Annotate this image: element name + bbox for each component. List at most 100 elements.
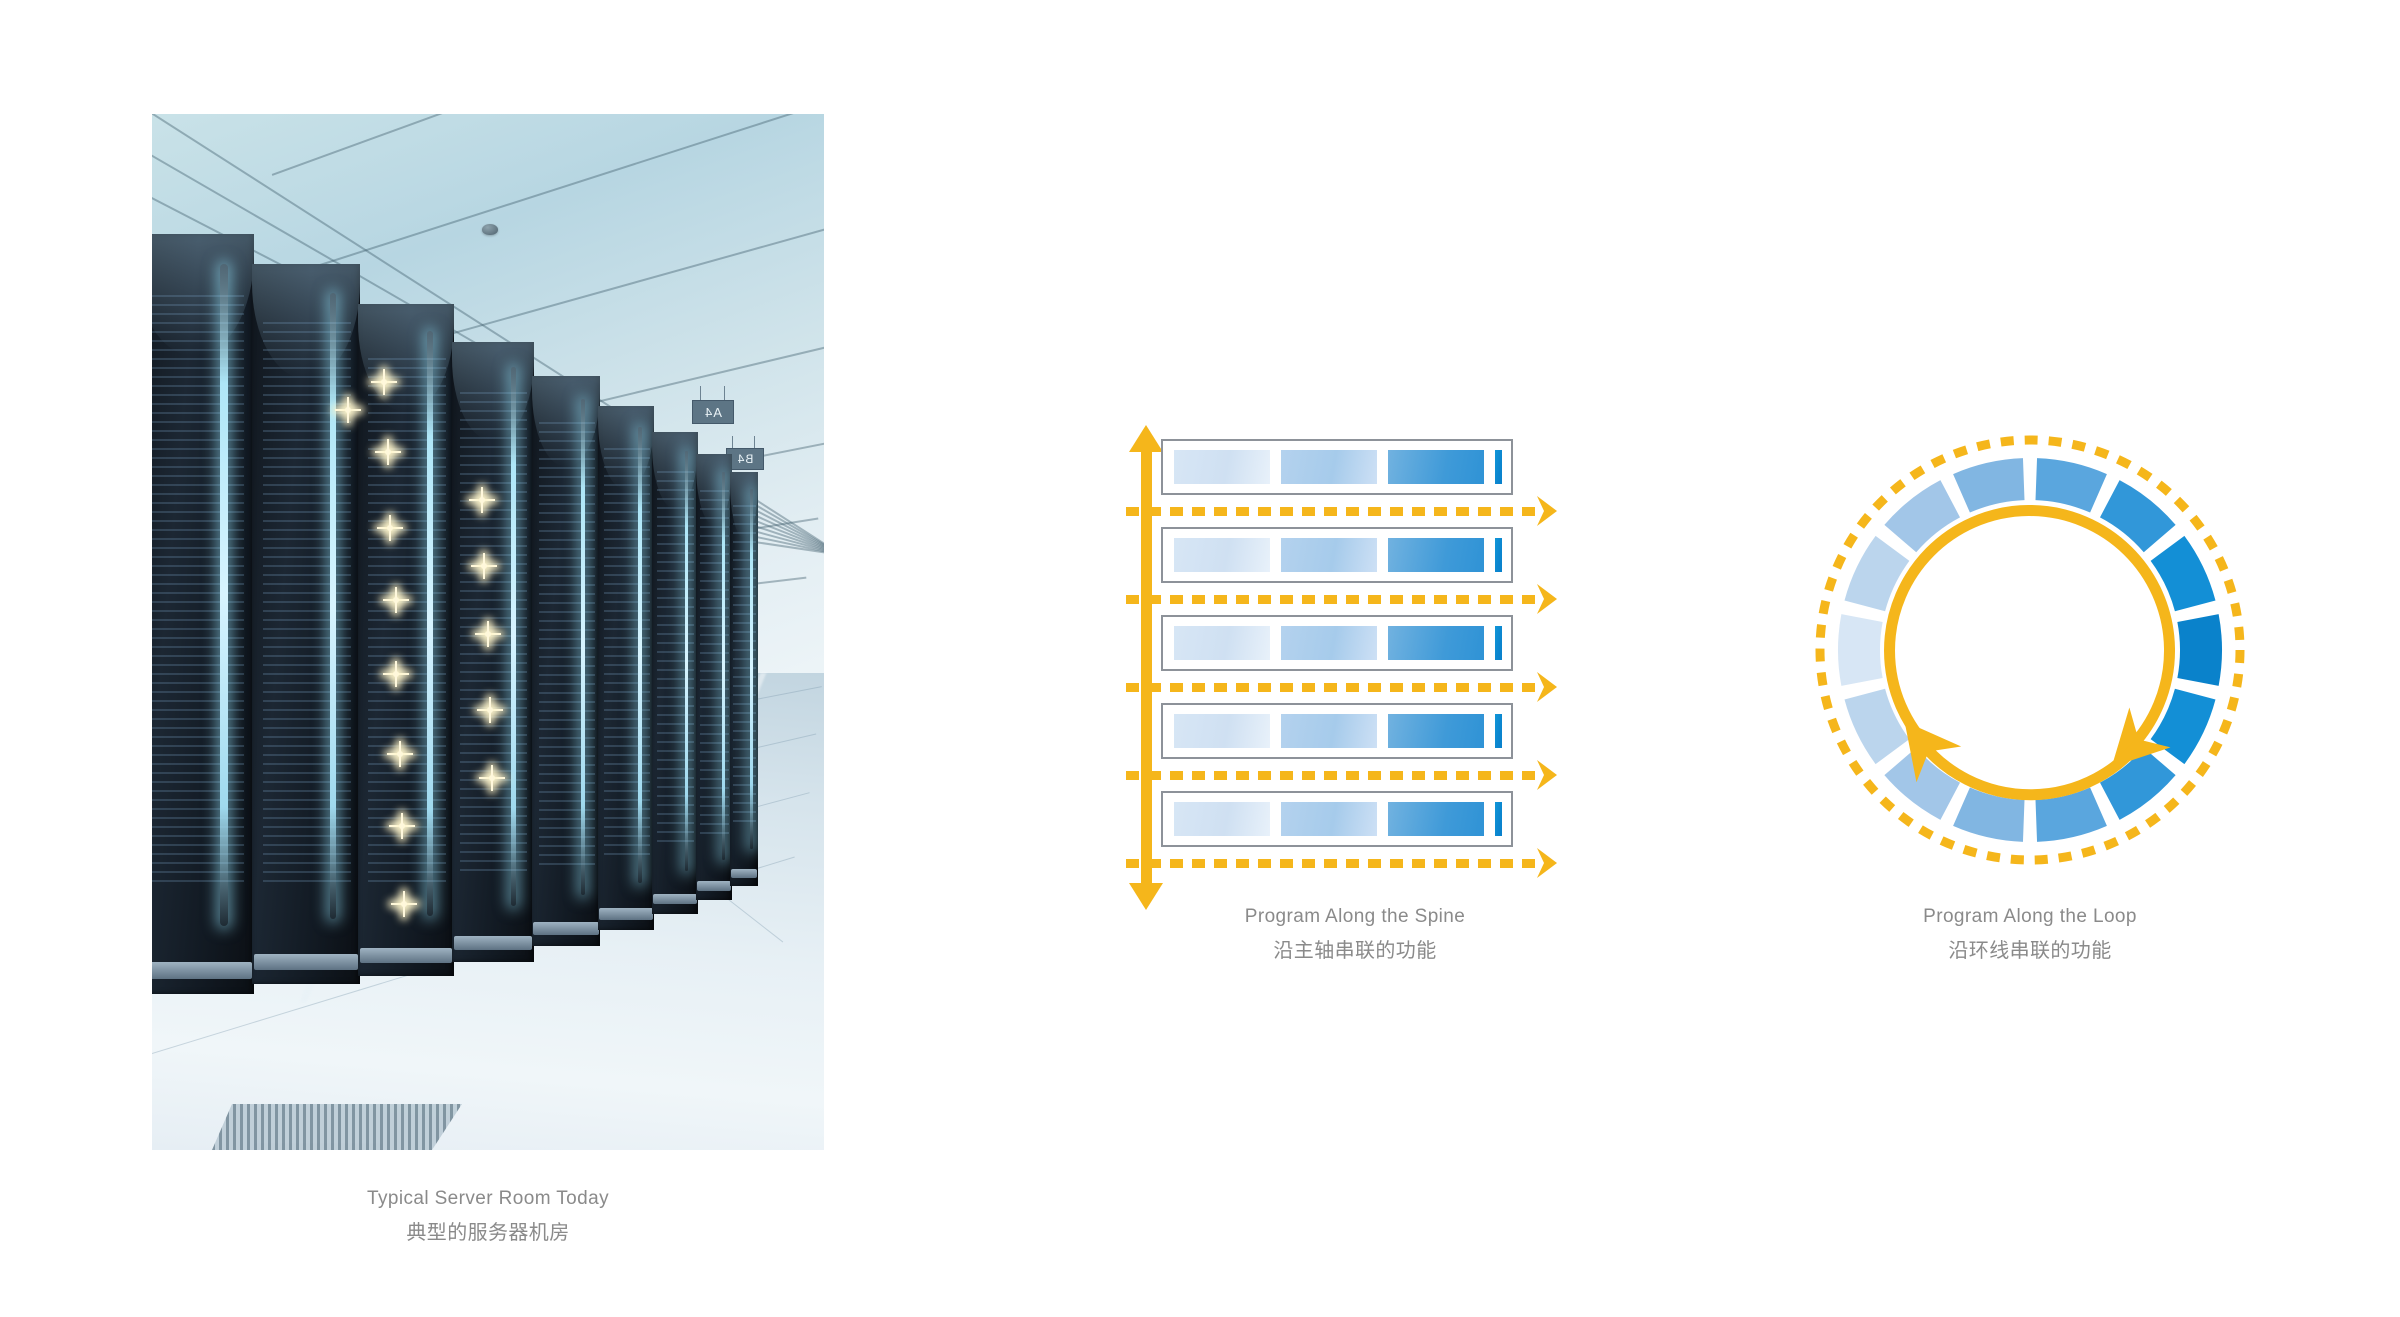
inner-circular-arrow xyxy=(1884,505,2176,801)
spine-caption-zh: 沿主轴串联的功能 xyxy=(1273,940,1437,962)
rack-base xyxy=(730,868,758,878)
spine-cell xyxy=(1281,714,1377,748)
spine-cell xyxy=(1495,626,1502,660)
aisle-sign-stem xyxy=(754,436,755,448)
spine-rows xyxy=(1126,425,1605,910)
spine-cell xyxy=(1495,538,1502,572)
spine-row-cells xyxy=(1174,802,1502,836)
rack-light-strip xyxy=(638,426,642,883)
ring-segment xyxy=(1953,458,2025,513)
server-rack xyxy=(152,234,254,994)
spine-row-cells xyxy=(1174,450,1502,484)
photo-caption-en: Typical Server Room Today xyxy=(367,1188,609,1209)
aisle-sign-stem xyxy=(732,436,733,448)
rack-base xyxy=(599,908,653,920)
rack-light-strip xyxy=(750,488,754,849)
rack-base xyxy=(652,893,698,905)
program-along-the-loop-diagram xyxy=(1790,410,2270,890)
spine-row xyxy=(1161,791,1513,847)
spine-row xyxy=(1161,527,1513,583)
flow-arrow-head-icon xyxy=(1535,494,1561,528)
arrow-down-head-icon xyxy=(1129,883,1163,910)
server-rack xyxy=(730,472,758,886)
spine-cell xyxy=(1388,450,1484,484)
rack-light-strip xyxy=(329,292,337,920)
rack-base xyxy=(533,922,599,935)
ring-segment xyxy=(1884,747,1961,820)
spine-cell xyxy=(1281,538,1377,572)
spine-row xyxy=(1161,439,1513,495)
spine-cell xyxy=(1388,538,1484,572)
rack-base xyxy=(696,881,732,892)
rack-units xyxy=(603,447,650,857)
spine-cell xyxy=(1388,714,1484,748)
ring-segment xyxy=(1844,688,1910,765)
loop-caption-zh: 沿环线串联的功能 xyxy=(1948,940,2112,962)
server-rack xyxy=(652,432,698,914)
program-along-the-spine-diagram xyxy=(1105,425,1605,910)
rack-units xyxy=(367,357,447,882)
server-racks xyxy=(152,114,824,1150)
dashed-flow-line xyxy=(1126,771,1538,780)
spine-cell xyxy=(1174,538,1270,572)
ring-segment xyxy=(1844,535,1910,612)
rack-base xyxy=(254,953,358,970)
floor-grate xyxy=(212,1104,462,1150)
spine-cell xyxy=(1388,802,1484,836)
spine-cell xyxy=(1495,714,1502,748)
ring-segment xyxy=(2035,787,2107,842)
arrow-shaft xyxy=(1141,447,1152,888)
server-rack xyxy=(252,264,360,984)
spine-cell xyxy=(1174,802,1270,836)
spine-cell xyxy=(1281,626,1377,660)
ring-segment xyxy=(2099,480,2176,553)
outer-dashed-ring xyxy=(1815,435,2245,865)
rack-light-strip xyxy=(220,264,228,926)
spine-row-cells xyxy=(1174,538,1502,572)
spine-row xyxy=(1161,703,1513,759)
flow-arrow-head-icon xyxy=(1535,582,1561,616)
loop-caption-en: Program Along the Loop xyxy=(1923,906,2137,927)
server-rack xyxy=(532,376,600,946)
spine-cell xyxy=(1495,450,1502,484)
rack-units xyxy=(262,321,352,884)
rack-units xyxy=(152,294,245,888)
spine-caption-en: Program Along the Spine xyxy=(1244,906,1466,927)
loop-caption: Program Along the Loop 沿环线串联的功能 xyxy=(1790,900,2270,968)
server-rack xyxy=(598,406,654,930)
ring-segment xyxy=(2150,535,2216,612)
ring-segment xyxy=(2177,614,2223,686)
vertical-spine-arrow xyxy=(1129,425,1163,910)
photo-frame: A4 B4 xyxy=(152,114,824,1150)
rack-light-strip xyxy=(511,366,516,907)
spine-row-cells xyxy=(1174,714,1502,748)
spine-cell xyxy=(1174,714,1270,748)
server-rack xyxy=(696,454,732,900)
ring-segment xyxy=(1837,614,1883,686)
rack-light-strip xyxy=(685,451,689,871)
flow-arrow-head-icon xyxy=(1535,758,1561,792)
server-rack xyxy=(358,304,454,976)
spine-cell xyxy=(1281,450,1377,484)
spine-caption: Program Along the Spine 沿主轴串联的功能 xyxy=(1105,900,1605,968)
ring-segment xyxy=(1953,787,2025,842)
flow-arrow-head-icon xyxy=(1535,846,1561,880)
loop-ring-svg xyxy=(1815,435,2245,865)
rack-units xyxy=(656,470,695,847)
spine-cell xyxy=(1388,626,1484,660)
ring-segment xyxy=(2099,747,2176,820)
typical-server-room-photo: A4 B4 xyxy=(152,114,824,1150)
aisle-sign-stem xyxy=(700,386,701,400)
dashed-flow-line xyxy=(1126,683,1538,692)
spine-cell xyxy=(1174,450,1270,484)
rack-units xyxy=(538,421,595,867)
rack-base xyxy=(152,962,252,979)
rack-light-strip xyxy=(580,398,586,895)
spine-cell xyxy=(1495,802,1502,836)
aisle-sign-stem xyxy=(724,386,725,400)
spine-cell xyxy=(1281,802,1377,836)
rack-base xyxy=(453,935,533,950)
dashed-flow-line xyxy=(1126,859,1538,868)
dashed-flow-line xyxy=(1126,595,1538,604)
